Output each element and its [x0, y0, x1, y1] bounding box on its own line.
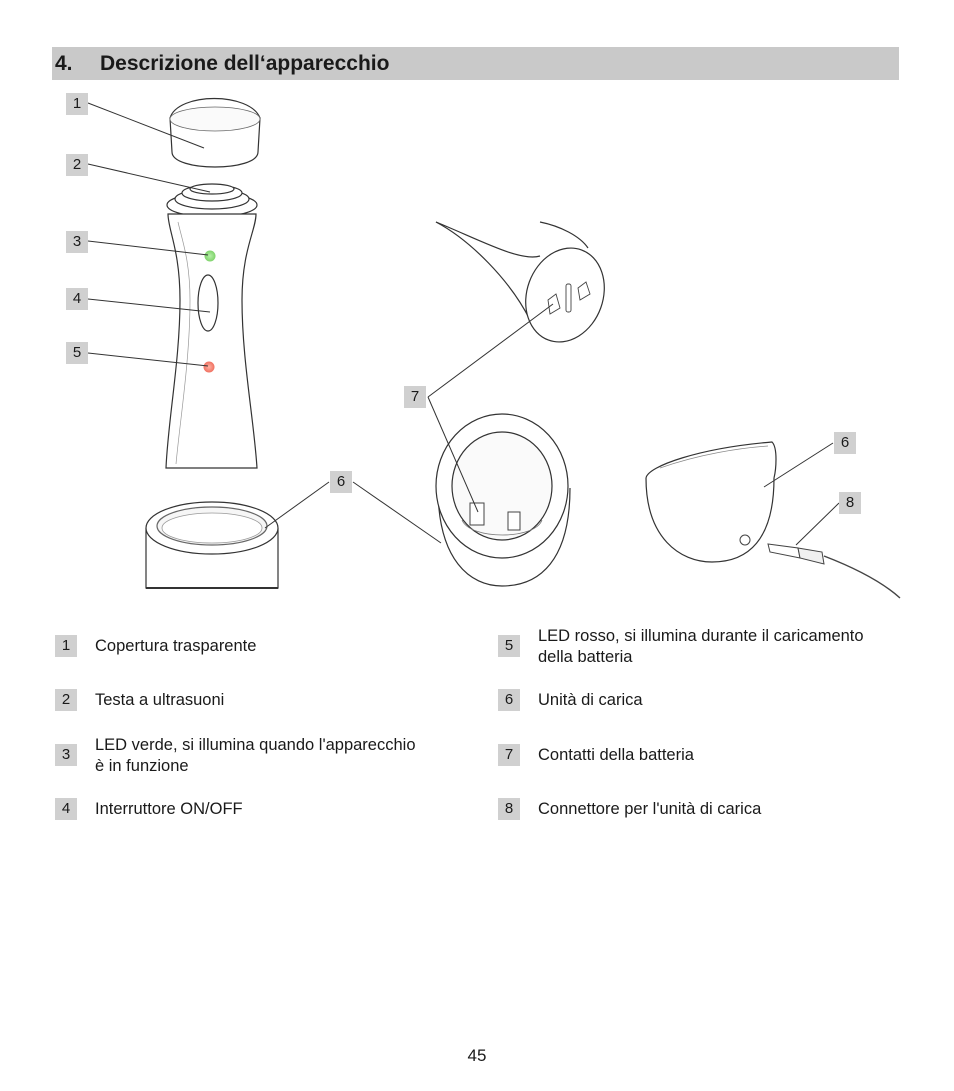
- charging-base-left: [145, 501, 279, 589]
- callout-4: 4: [66, 288, 88, 310]
- legend-number-8: 8: [498, 798, 520, 820]
- callout-7: 7: [404, 386, 426, 408]
- charging-unit-right: [645, 441, 901, 599]
- callout-3: 3: [66, 231, 88, 253]
- legend-text-1: Copertura trasparente: [95, 637, 257, 655]
- legend-number-1: 1: [55, 635, 77, 657]
- legend-text-7: Contatti della batteria: [538, 746, 694, 764]
- device-illustration: [87, 97, 901, 599]
- legend-number-6: 6: [498, 689, 520, 711]
- legend-text-6: Unità di carica: [538, 691, 643, 709]
- on-off-switch-shape: [197, 274, 219, 332]
- legend-number-4: 4: [55, 798, 77, 820]
- legend-text-3: LED verde, si illumina quando l'apparecc…: [95, 736, 416, 775]
- ultrasound-head: [166, 183, 258, 218]
- legend-number-2: 2: [55, 689, 77, 711]
- legend-text-5: LED rosso, si illumina durante il carica…: [538, 627, 864, 666]
- legend-number-5: 5: [498, 635, 520, 657]
- led-red-dot: [203, 361, 215, 373]
- callout-2: 2: [66, 154, 88, 176]
- callout-8: 8: [839, 492, 861, 514]
- callout-5: 5: [66, 342, 88, 364]
- charging-base-center: [435, 413, 571, 587]
- callout-1: 1: [66, 93, 88, 115]
- section-title: Descrizione dell‘apparecchio: [100, 51, 390, 75]
- legend-number-3: 3: [55, 744, 77, 766]
- callout-leader-lines: [87, 102, 840, 546]
- transparent-cover: [169, 97, 261, 168]
- page-number: 45: [467, 1046, 487, 1065]
- handpiece-bottom-view: [435, 221, 605, 343]
- section-number: 4.: [55, 51, 73, 75]
- legend-number-7: 7: [498, 744, 520, 766]
- section-heading: 4. Descrizione dell‘apparecchio: [52, 47, 899, 80]
- led-green-dot: [204, 250, 216, 262]
- callout-6-left: 6: [330, 471, 352, 493]
- legend-text-2: Testa a ultrasuoni: [95, 691, 225, 709]
- handpiece-body: [165, 213, 258, 469]
- legend-text-4: Interruttore ON/OFF: [95, 800, 243, 818]
- callout-6-right: 6: [834, 432, 856, 454]
- legend-text-8: Connettore per l'unità di carica: [538, 800, 762, 818]
